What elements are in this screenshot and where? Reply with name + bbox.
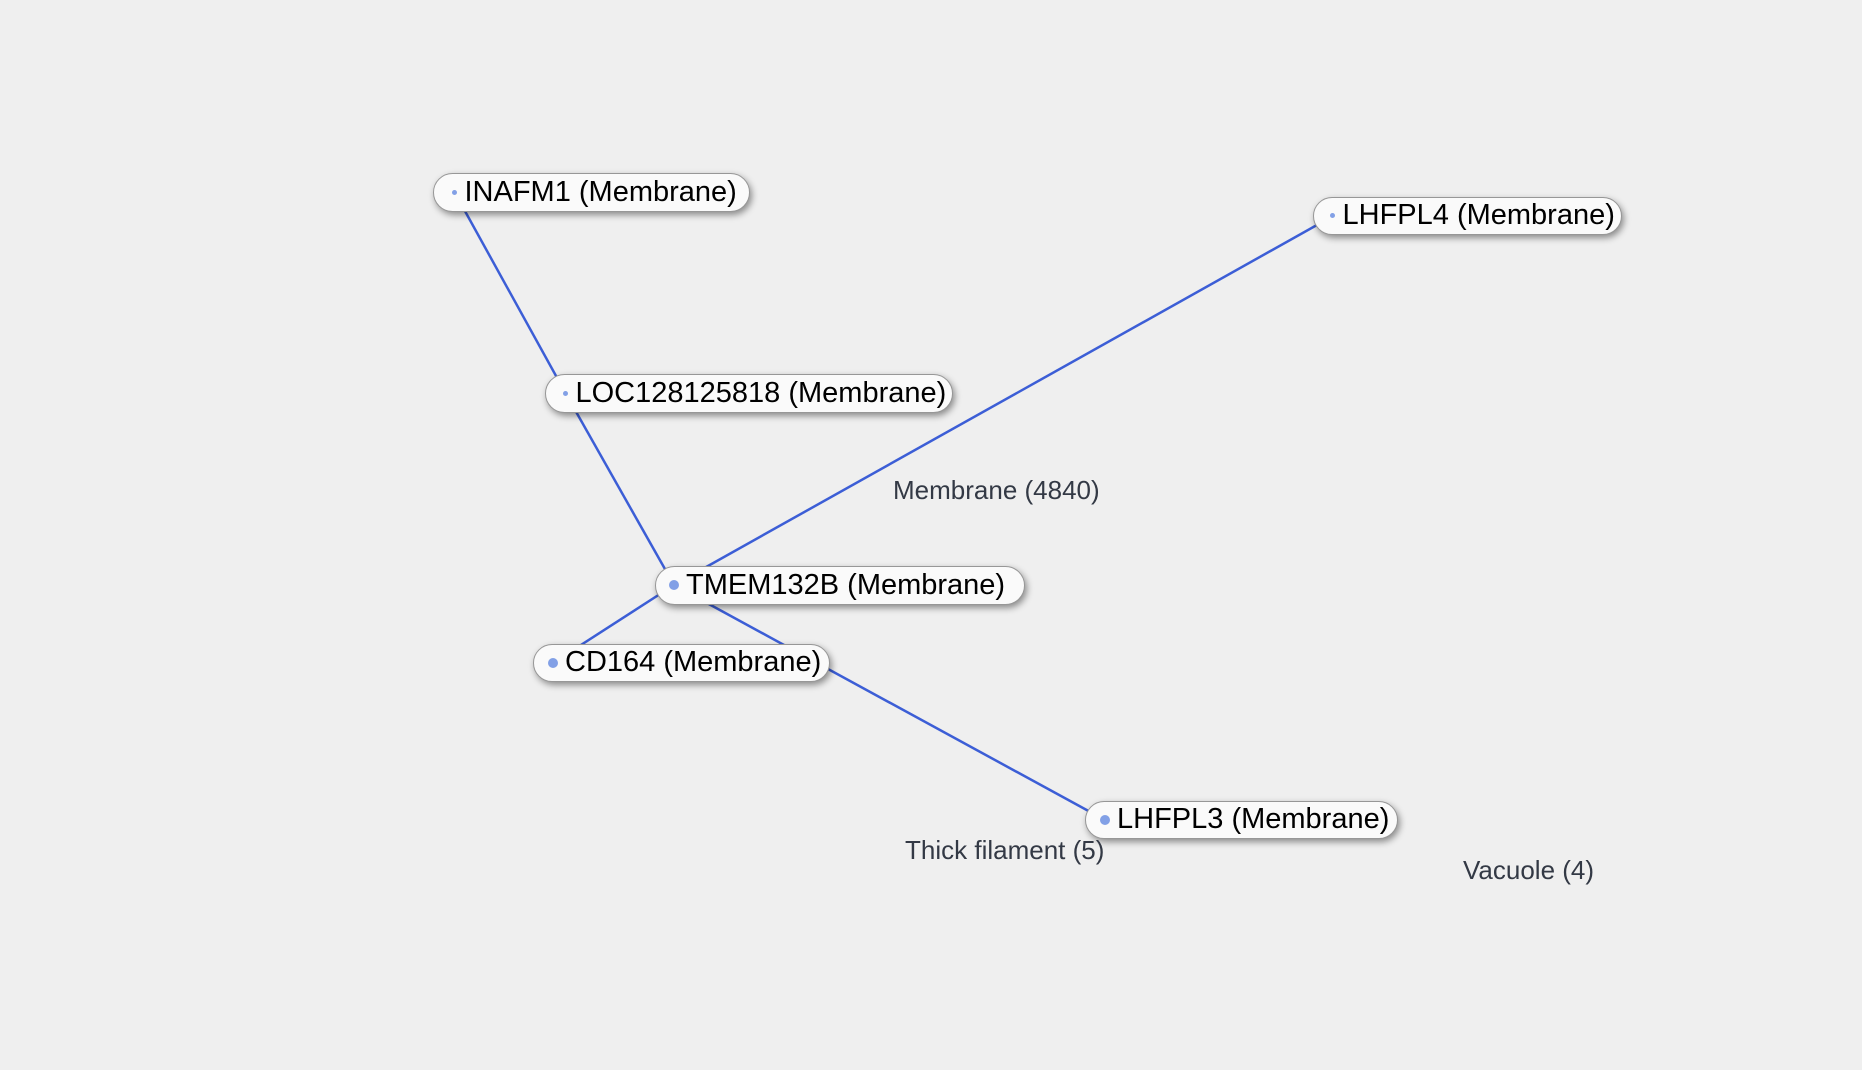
- edge-LOC128125818-TMEM132B: [564, 393, 676, 586]
- node-dot-icon: [1099, 814, 1110, 825]
- node-dot-icon: [1330, 213, 1335, 218]
- node-cd164[interactable]: CD164 (Membrane): [533, 644, 830, 682]
- node-label: TMEM132B (Membrane): [686, 569, 1006, 601]
- node-label: CD164 (Membrane): [565, 646, 822, 678]
- cluster-label-membrane: Membrane (4840): [893, 475, 1100, 505]
- node-dot-icon: [563, 391, 568, 396]
- edge-LHFPL4-TMEM132B: [673, 214, 1334, 587]
- node-dot-icon: [668, 579, 679, 590]
- node-label: INAFM1 (Membrane): [464, 176, 737, 208]
- cluster-label-thick-filament: Thick filament (5): [905, 835, 1105, 865]
- node-label: LHFPL4 (Membrane): [1342, 199, 1615, 231]
- edge-INAFM1-LOC128125818: [453, 192, 568, 395]
- node-label: LOC128125818 (Membrane): [575, 377, 947, 409]
- node-label: LHFPL3 (Membrane): [1117, 803, 1390, 835]
- node-dot-icon: [452, 190, 457, 195]
- node-lhfpl4[interactable]: LHFPL4 (Membrane): [1313, 197, 1622, 235]
- node-tmem132b[interactable]: TMEM132B (Membrane): [655, 566, 1025, 605]
- node-inafm1[interactable]: INAFM1 (Membrane): [433, 173, 750, 212]
- edge-TMEM132B-LHFPL3: [673, 583, 1106, 822]
- cluster-label-vacuole: Vacuole (4): [1463, 855, 1595, 885]
- node-dot-icon: [547, 657, 558, 668]
- node-loc128125818[interactable]: LOC128125818 (Membrane): [545, 374, 953, 413]
- node-lhfpl3[interactable]: LHFPL3 (Membrane): [1085, 801, 1398, 839]
